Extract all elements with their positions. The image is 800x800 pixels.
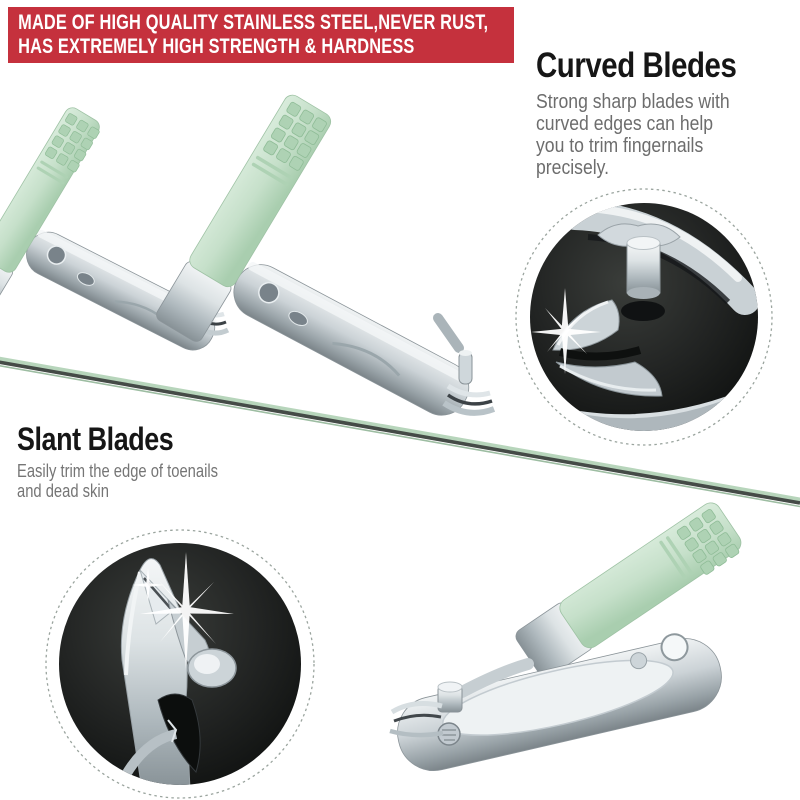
banner: MADE OF HIGH QUALITY STAINLESS STEEL,NEV…	[8, 7, 514, 63]
feature-slant-title: Slant Blades	[17, 421, 174, 457]
feature-slant-description: Easily trim the edge of toenails and dea…	[17, 461, 219, 501]
slant-blades-zoom-circle	[45, 529, 315, 799]
large-clipper-photo	[156, 94, 496, 416]
curved-blades-zoom-circle	[515, 188, 773, 446]
sparkle-icon	[531, 288, 601, 374]
feature-curved-description: Strong sharp blades with curved edges ca…	[536, 91, 730, 179]
banner-line-1: MADE OF HIGH QUALITY STAINLESS STEEL,NEV…	[18, 11, 489, 34]
feature-curved-title: Curved Bledes	[536, 46, 737, 85]
sparkle-icon	[132, 552, 234, 670]
feature-slant-blades: Slant Blades Easily trim the edge of toe…	[17, 421, 262, 501]
bottom-clipper-photo	[389, 502, 742, 771]
banner-line-2: HAS EXTREMELY HIGH STRENGTH & HARDNESS	[18, 35, 415, 58]
feature-curved-blades: Curved Bledes Strong sharp blades with c…	[536, 46, 775, 179]
nail-file-photo	[0, 356, 800, 508]
